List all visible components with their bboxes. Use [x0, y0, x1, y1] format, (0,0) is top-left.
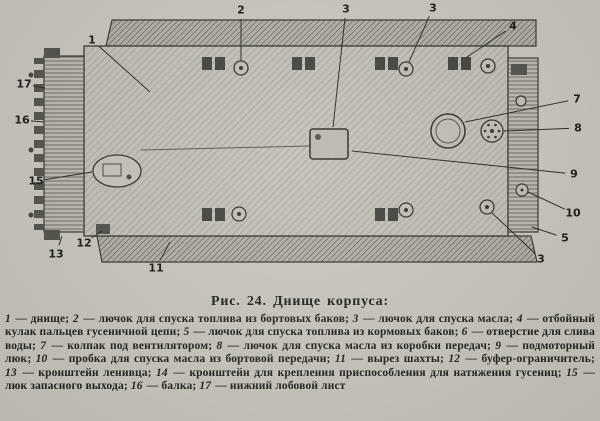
round-hatch [479, 199, 495, 215]
bolt [494, 135, 497, 139]
callout-leader [98, 45, 151, 93]
escape-hatch-dot [126, 174, 132, 180]
bottom-side-band [96, 235, 538, 263]
callout-leader [332, 17, 346, 128]
callout-leader [464, 100, 569, 123]
idler-comb [34, 58, 44, 230]
engine-hatch-plate [309, 128, 349, 160]
legend-number: 17 [199, 380, 212, 393]
callout-leader [531, 226, 557, 236]
bolt [487, 123, 490, 127]
gearbox-oil-hatch-dot [490, 129, 494, 133]
round-hatch [233, 60, 249, 76]
bow-knob [28, 72, 34, 78]
callout-label: 4 [509, 20, 517, 33]
callout-label: 12 [76, 237, 91, 250]
legend-number: 12 [448, 353, 461, 366]
callout-leader [159, 241, 171, 261]
bolt [483, 129, 487, 133]
legend-number: 10 [35, 353, 48, 366]
callout-label: 8 [574, 122, 582, 135]
bow-knob [28, 212, 34, 218]
callout-leader [351, 150, 566, 174]
weld-seam [140, 145, 311, 151]
stern-plate [507, 57, 539, 233]
callout-label: 7 [573, 93, 581, 106]
drain-hatches [231, 58, 496, 222]
side-bands [96, 19, 538, 263]
callout-label: 15 [28, 175, 43, 188]
legend-number: 1 [5, 313, 11, 325]
engine-hatch [309, 128, 349, 160]
top-side-band [105, 19, 537, 47]
stern-bracket [511, 64, 527, 75]
bow-knob [28, 147, 34, 153]
callout-leader [503, 127, 570, 132]
buffer-stop [96, 224, 110, 234]
legend-number: 4 [516, 313, 523, 325]
engine-hatch-dot [315, 134, 321, 140]
callout-leader [408, 16, 430, 63]
callout-label: 3 [537, 253, 545, 266]
bolt [487, 135, 490, 139]
legend-number: 3 [352, 313, 359, 325]
callout-label: 10 [565, 207, 581, 220]
stern-assembly [430, 57, 539, 233]
callout-label: 9 [570, 168, 578, 181]
bolt [497, 129, 501, 133]
bolt [494, 123, 497, 127]
legend-number: 2 [72, 313, 79, 325]
callout-label: 2 [237, 4, 245, 17]
callout-label: 1 [88, 34, 96, 47]
idler-bracket-bottom [44, 230, 60, 240]
figure-legend: 1 — днище; 2 — лючок для спуска топлива … [5, 313, 595, 393]
stern-plug [515, 95, 527, 107]
callout-leader [32, 85, 46, 89]
callout-label: 3 [342, 3, 350, 16]
round-hatch [398, 61, 414, 77]
escape-hatch [92, 154, 142, 188]
legend-number: 8 [216, 339, 223, 352]
callout-leader [466, 30, 506, 58]
legend-number: 14 [156, 366, 168, 379]
callout-leader [91, 230, 103, 239]
figure-title: Рис. 24. Днище корпуса: [211, 294, 389, 309]
callout-leader [491, 212, 535, 254]
callout-label: 3 [429, 2, 437, 15]
round-hatch [480, 58, 496, 74]
legend-number: 5 [183, 326, 190, 339]
escape-hatch-detail [102, 163, 122, 177]
round-hatch [231, 206, 247, 222]
legend-number: 6 [461, 326, 468, 339]
round-hatch [398, 202, 414, 218]
track-pin-strikers [202, 57, 471, 221]
callout-label: 11 [148, 262, 163, 275]
bow-assembly [28, 48, 142, 240]
legend-number: 11 [334, 353, 347, 366]
callout-leader [527, 191, 566, 210]
legend-number: 7 [40, 339, 47, 352]
callout-label: 13 [48, 248, 63, 261]
callout-label: 17 [16, 78, 31, 91]
legend-number: 9 [495, 339, 502, 352]
callout-label: 16 [14, 114, 30, 127]
callout-leader [58, 235, 63, 246]
callout-leader [44, 171, 93, 181]
legend-number: 16 [130, 380, 143, 393]
fan-cap-inner [435, 118, 461, 144]
callout-leader [30, 120, 45, 123]
final-drive-plug-dot [520, 188, 524, 192]
legend-number: 15 [566, 366, 578, 379]
legend-number: 13 [5, 366, 17, 379]
lower-bow-plate [43, 55, 85, 233]
callout-label: 5 [561, 232, 569, 245]
idler-bracket-top [44, 48, 60, 58]
